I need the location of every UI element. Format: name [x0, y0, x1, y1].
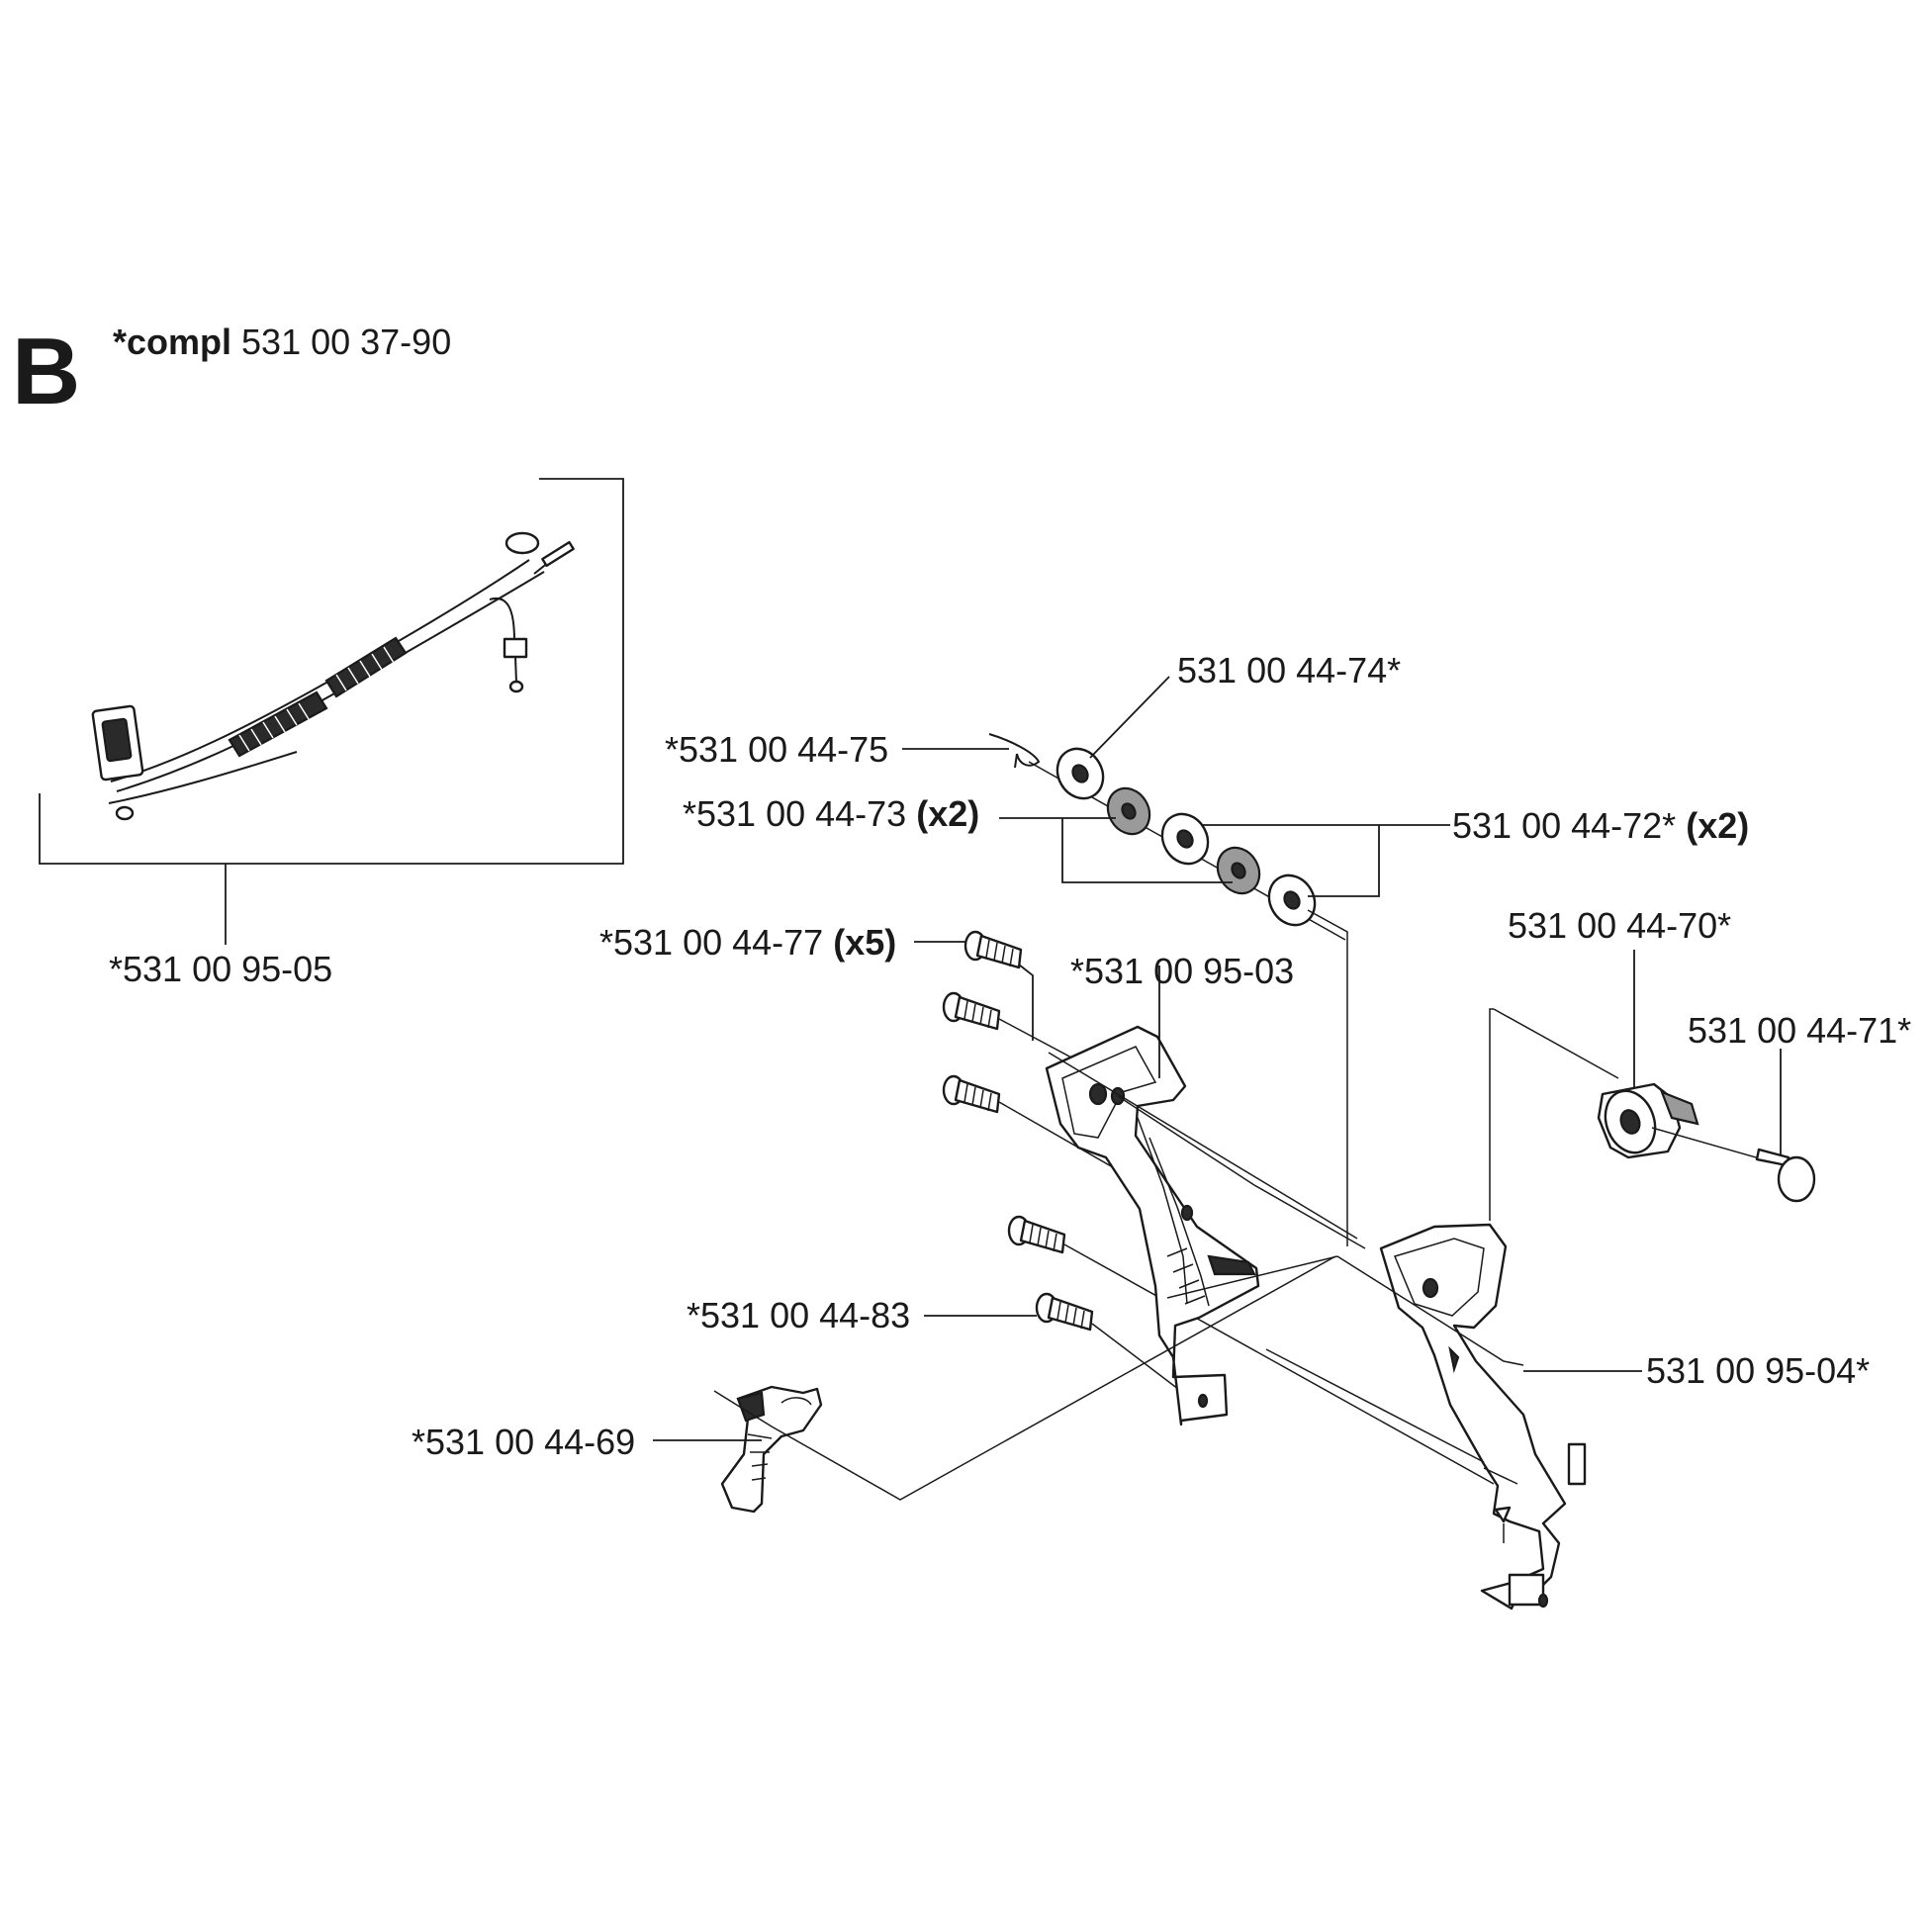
screw-2	[942, 991, 1001, 1031]
handle-right-bottom-tab	[1508, 1573, 1545, 1607]
handle-right-tab	[1567, 1442, 1587, 1486]
handle-right-latch	[1448, 1345, 1460, 1374]
leader-4477-b	[1018, 964, 1034, 1041]
handle-left-rib-2	[1148, 1137, 1210, 1307]
clip-icon	[988, 733, 1041, 769]
pin-head	[1777, 1155, 1816, 1203]
pin-icon	[1755, 1148, 1816, 1203]
harness-cable-3	[108, 751, 298, 804]
handle-link-mid	[1166, 1255, 1524, 1366]
wire-harness-frame	[39, 478, 624, 945]
label-531-00-44-69: *531 00 44-69	[412, 1422, 635, 1462]
pin-axis	[1651, 1127, 1778, 1164]
handle-left-boss-1	[1088, 1082, 1108, 1106]
washer-to-handle-line	[1307, 909, 1348, 1246]
handle-left-boss-3	[1180, 1204, 1194, 1222]
washer-5	[1267, 874, 1317, 927]
screw-axis-4	[1063, 1243, 1495, 1485]
harness-switch-face	[101, 717, 133, 763]
knob-lever	[1660, 1090, 1699, 1126]
harness-pin	[541, 540, 575, 568]
handle-right-inner	[1393, 1238, 1485, 1317]
handle-right-bottom-boss	[1537, 1593, 1549, 1609]
handle-link-screw-2	[1265, 1348, 1485, 1463]
screw-5	[1035, 1292, 1094, 1332]
handle-left-rib-1	[1137, 1117, 1188, 1305]
trigger-top-curve	[780, 1397, 812, 1406]
handle-right-boss	[1422, 1277, 1439, 1299]
washer-3	[1160, 812, 1210, 866]
leader-4473-b	[1061, 818, 1233, 883]
harness-hook	[489, 597, 515, 642]
harness-terminal-end	[115, 805, 135, 821]
harness-frame-line	[39, 478, 624, 865]
label-531-00-95-05: *531 00 95-05	[109, 949, 332, 989]
harness-sleeve-2	[324, 636, 408, 698]
trigger-pivot	[736, 1391, 766, 1423]
handle-half-icon	[1379, 1223, 1587, 1610]
handle-left-boss-4	[1197, 1393, 1209, 1409]
compl-number: 531 00 37-90	[241, 322, 451, 362]
handle-link-screw	[1483, 1467, 1518, 1485]
screw-icon	[942, 930, 1094, 1332]
harness-connector	[503, 637, 528, 659]
trigger-ribs	[747, 1433, 773, 1481]
handle-right-body	[1379, 1223, 1567, 1610]
handle-left-body	[1045, 1025, 1260, 1426]
label-531-00-44-75: *531 00 44-75	[665, 729, 888, 770]
handle-left-rib-block	[1207, 1254, 1256, 1276]
label-531-00-95-03: *531 00 95-03	[1070, 951, 1294, 991]
washer-2	[1106, 786, 1151, 836]
trigger-body	[720, 1385, 823, 1514]
wire-harness-icon	[91, 531, 575, 821]
label-4477-number: *531 00 44-77	[599, 922, 823, 963]
label-531-00-44-73: *531 00 44-73(x2)	[683, 793, 979, 834]
harness-cable-1	[110, 559, 530, 782]
handle-half-icon	[1045, 1025, 1260, 1426]
screw-1	[964, 930, 1023, 969]
label-531-00-44-74: 531 00 44-74*	[1177, 650, 1401, 690]
handle-left-ribs	[1166, 1247, 1206, 1305]
label-4473-qty: (x2)	[916, 793, 979, 834]
knob-hole	[1619, 1109, 1641, 1135]
handle-link-to-knob	[1493, 1008, 1619, 1079]
label-4473-number: *531 00 44-73	[683, 793, 906, 834]
section-letter: B	[12, 319, 80, 424]
label-531-00-44-83: *531 00 44-83	[687, 1295, 910, 1335]
screw-3	[942, 1074, 1001, 1114]
harness-connector-lead	[514, 656, 517, 684]
label-531-00-44-71: 531 00 44-71*	[1688, 1010, 1911, 1051]
label-531-00-44-70: 531 00 44-70*	[1508, 905, 1731, 946]
knob-icon	[1597, 1082, 1699, 1159]
label-4472-number: 531 00 44-72*	[1452, 805, 1676, 846]
harness-connector-tip	[508, 680, 524, 693]
harness-sleeve-1	[228, 690, 328, 758]
harness-ring-terminal	[505, 531, 540, 555]
handle-right-foot	[1494, 1506, 1512, 1523]
label-4472-qty: (x2)	[1686, 805, 1749, 846]
throttle-trigger-icon	[720, 1385, 823, 1514]
leader-4474	[1089, 676, 1170, 759]
handle-link-vertical	[1489, 1008, 1494, 1221]
compl-prefix: *compl	[113, 322, 231, 362]
washer-icon	[1055, 747, 1317, 927]
trigger-link-line	[713, 1255, 1336, 1501]
screw-4	[1007, 1215, 1066, 1254]
throttle-cable-2	[1117, 1095, 1366, 1249]
label-531-00-95-04: 531 00 95-04*	[1646, 1350, 1870, 1391]
label-531-00-44-77: *531 00 44-77(x5)	[599, 922, 896, 963]
label-531-00-44-72: 531 00 44-72*(x2)	[1452, 805, 1749, 846]
throttle-cable	[1048, 1052, 1358, 1240]
washer-1	[1055, 747, 1105, 800]
label-4477-qty: (x5)	[833, 922, 896, 963]
leader-4472-b	[1308, 825, 1380, 897]
